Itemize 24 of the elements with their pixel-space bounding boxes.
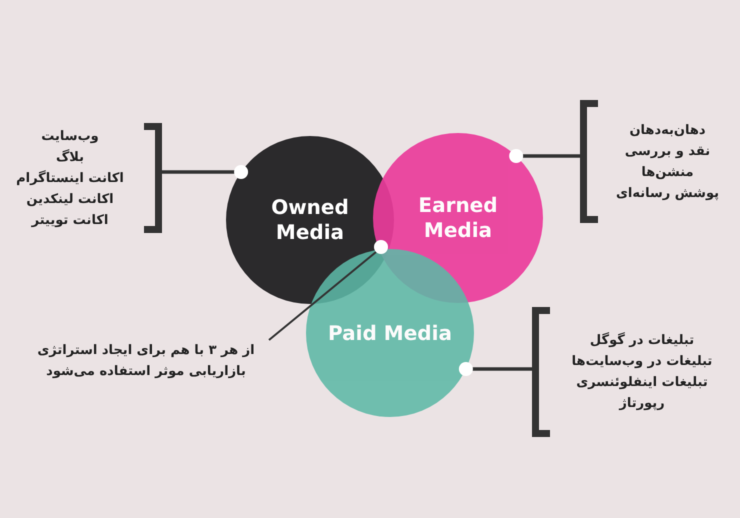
list-item: بلاگ [56,148,84,166]
list-item: اکانت لینکدین [26,190,114,208]
leader-line [268,251,377,341]
list-item: وب‌سایت [41,128,99,146]
circle-label: Paid Media [327,320,453,346]
circle-label: Owned Media [270,195,350,245]
list-item: پوشش رسانه‌ای [616,184,719,202]
list-item: رپورتاژ [619,395,665,413]
leader-line [458,362,532,376]
list-item: اکانت توییتر [32,212,108,230]
list-item: تبلیغات در گوگل [590,331,694,350]
list-item: تبلیغات در وب‌سایت‌ها [572,353,712,371]
note-text: از هر ۳ با هم برای ایجاد استراتژی بازاریابی موثر استفاده می‌شود [36,342,256,381]
bracket [144,123,162,233]
leader-line [162,165,248,179]
list-item: منشن‌ها [641,164,694,182]
circle-label: Earned Media [417,193,499,243]
list-item: نقد و بررسی [624,142,710,160]
bracket [532,307,550,437]
list-item: دهان‌به‌دهان [629,122,706,140]
list-item: تبلیغات اینفلوئنسری [576,374,708,392]
list-item: اکانت اینستاگرام [16,169,124,188]
bracket [580,100,598,223]
leader-line [509,149,580,163]
